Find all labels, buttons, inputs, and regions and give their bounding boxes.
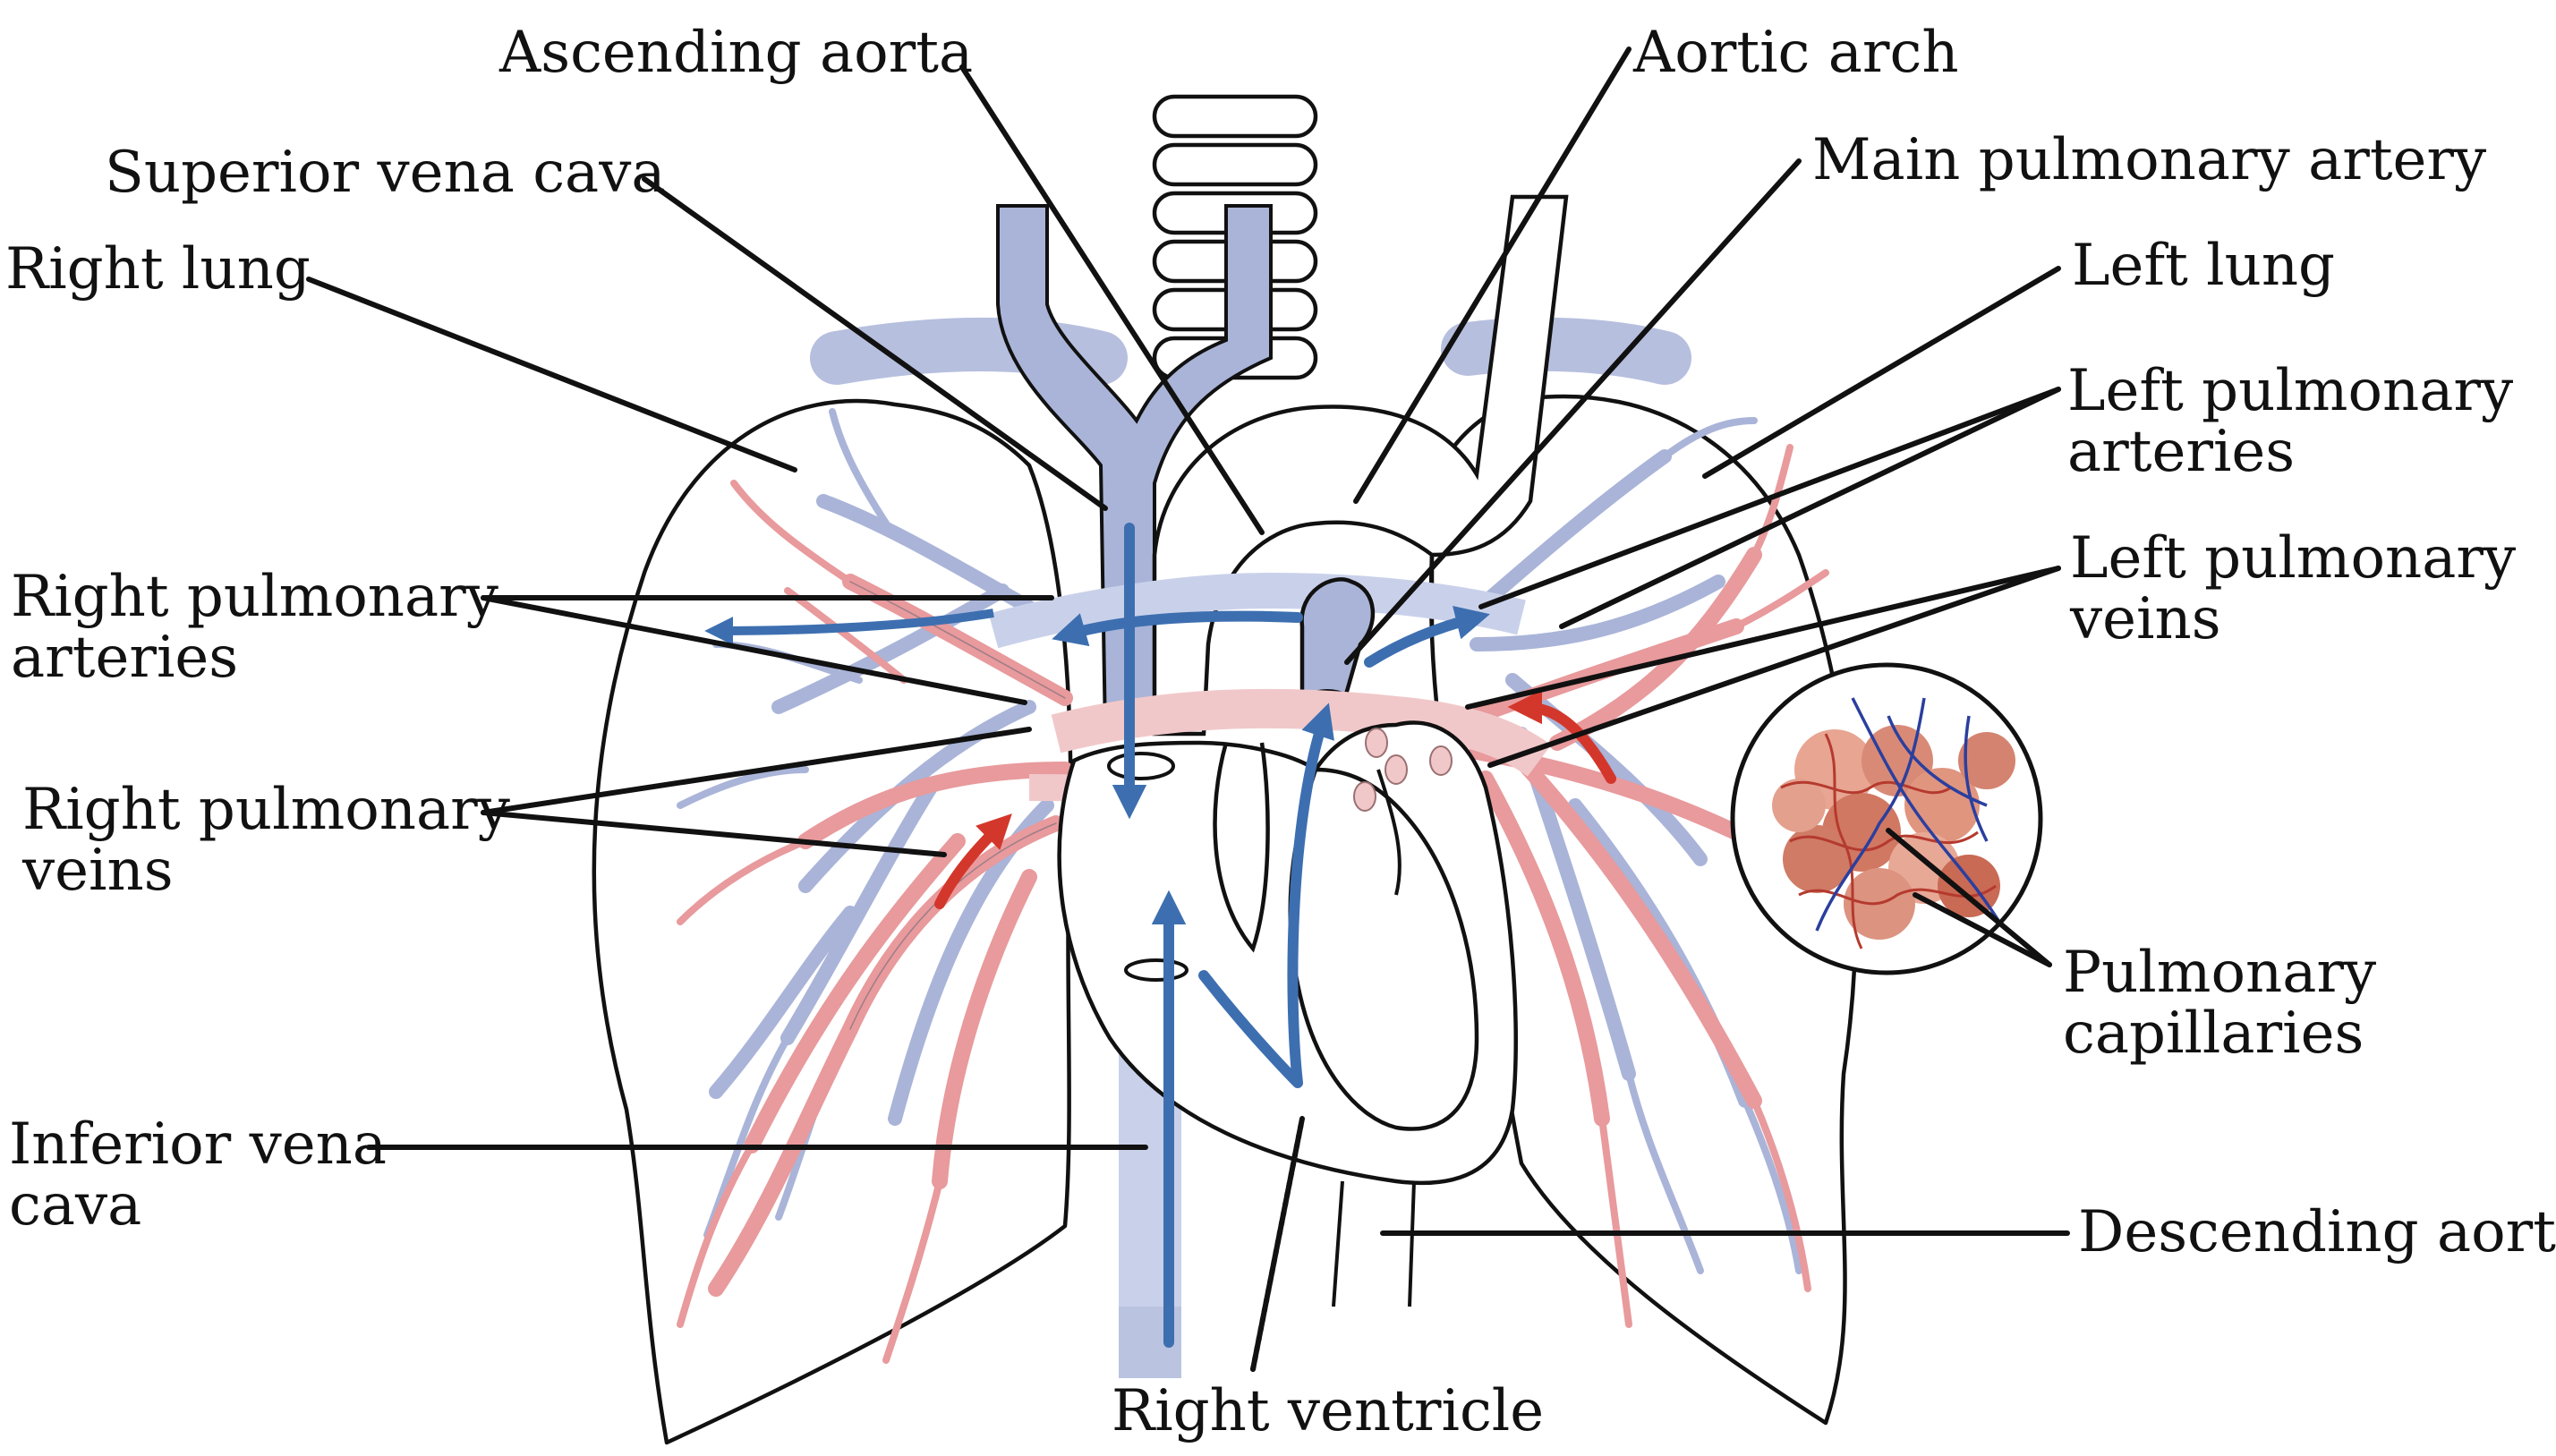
superior-vena-cava (996, 204, 1273, 736)
label-pulmonary-capillaries-2: capillaries (2063, 1000, 2364, 1067)
label-right-pulmonary-veins-1: Right pulmonary (22, 777, 510, 843)
pulmonary-capillaries-inset (1730, 662, 2043, 975)
leader-right-pa-2 (481, 595, 1027, 705)
leader-left-pa-2 (1559, 387, 2061, 629)
leader-left-pv-1 (1465, 566, 2061, 710)
label-left-pulmonary-veins-2: veins (2069, 586, 2221, 652)
label-left-pulmonary-veins-1: Left pulmonary (2070, 525, 2516, 592)
label-left-pulmonary-arteries-1: Left pulmonary (2067, 358, 2513, 424)
leader-lines (306, 47, 2070, 1372)
leader-right-pv-2 (481, 810, 947, 857)
label-inferior-vena-cava-2: cava (9, 1172, 141, 1239)
label-aortic-arch: Aortic arch (1632, 20, 1959, 86)
leader-aortic-arch (1353, 47, 1632, 504)
label-ascending-aorta: Ascending aorta (498, 20, 973, 86)
rv-outflow-arrow (1198, 702, 1334, 1088)
leader-right-lung (306, 277, 797, 473)
label-right-pulmonary-veins-2: veins (21, 838, 174, 904)
flow-arrows (934, 523, 1616, 1348)
right-pv-flow-arrow (934, 813, 1012, 909)
label-right-pulmonary-arteries-1: Right pulmonary (11, 564, 498, 630)
leader-main-pulmonary-artery (1344, 158, 1802, 665)
left-pa-flow-arrow (1364, 605, 1490, 668)
leader-left-lung (1702, 266, 2061, 479)
label-inferior-vena-cava-1: Inferior vena (9, 1111, 387, 1178)
leader-superior-vena-cava (642, 176, 1108, 511)
label-superior-vena-cava: Superior vena cava (105, 140, 666, 206)
labels: Ascending aorta Aortic arch Superior ven… (5, 20, 2556, 1444)
leader-right-pv-1 (481, 727, 1032, 815)
right-pa-flow-arrow (1052, 610, 1303, 647)
label-left-lung: Left lung (2072, 233, 2335, 299)
descending-aorta-shape (1332, 1180, 1416, 1307)
label-right-ventricle: Right ventricle (1112, 1378, 1544, 1444)
label-descending-aorta: Descending aorta (2078, 1199, 2556, 1265)
leader-capillaries-2 (1913, 892, 2052, 967)
leader-left-pv-2 (1487, 566, 2061, 768)
leader-capillaries-1 (1886, 828, 2052, 967)
right-lung-vessels (677, 408, 1073, 1364)
label-left-pulmonary-arteries-2: arteries (2067, 419, 2295, 485)
label-main-pulmonary-artery: Main pulmonary artery (1812, 127, 2486, 193)
label-right-pulmonary-arteries-2: arteries (11, 625, 238, 691)
leader-ascending-aorta (959, 64, 1265, 535)
label-right-lung: Right lung (5, 236, 311, 302)
leader-left-pa-1 (1478, 387, 2061, 609)
right-lung (592, 398, 1073, 1445)
left-pv-flow-arrow (1507, 689, 1616, 784)
label-pulmonary-capillaries-1: Pulmonary (2063, 940, 2376, 1006)
